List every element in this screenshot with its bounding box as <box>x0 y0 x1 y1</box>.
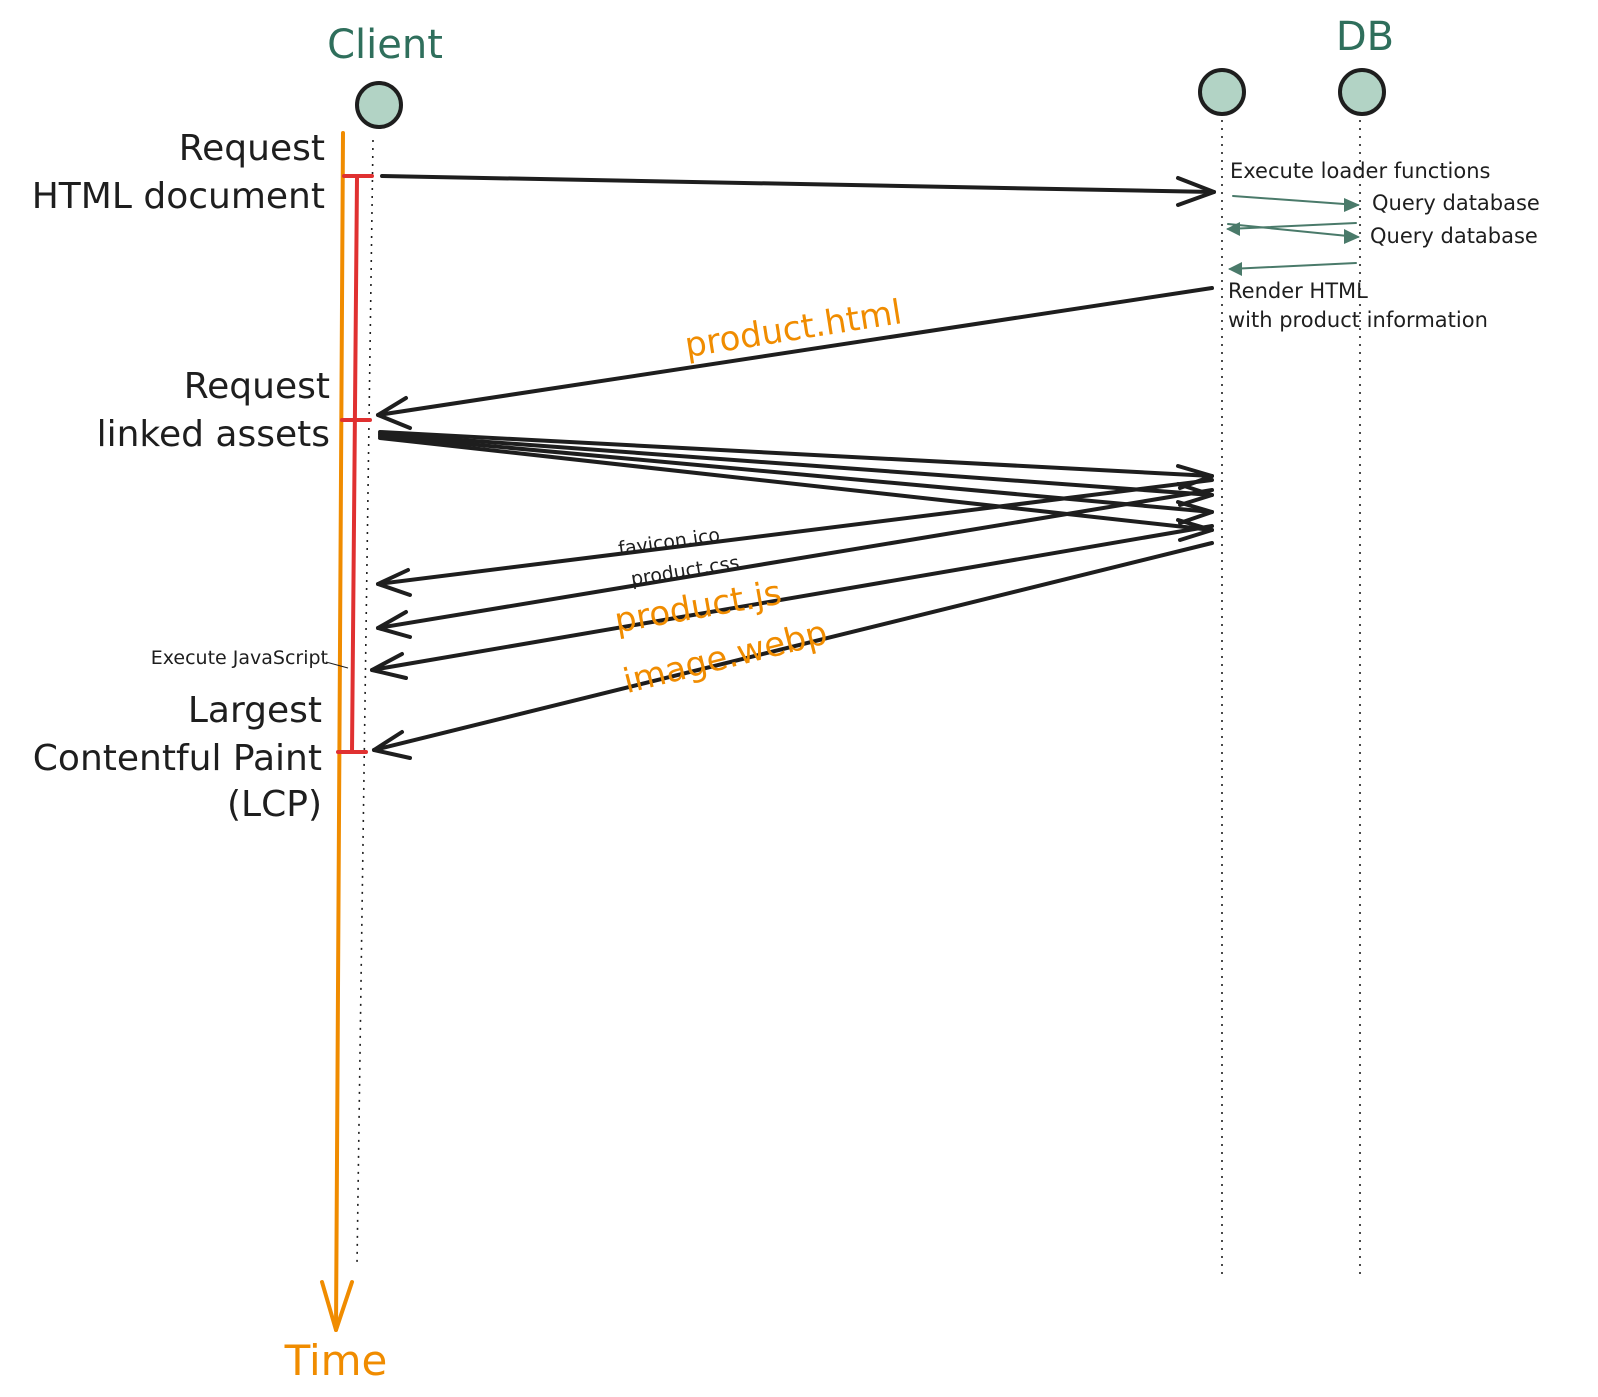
favicon-label: favicon.ico <box>617 524 721 560</box>
request-assets-label-2: linked assets <box>97 414 330 455</box>
db-actor-label: DB <box>1336 14 1394 60</box>
render-html-label-1: Render HTML <box>1228 279 1368 303</box>
request-html-arrow <box>380 174 1216 207</box>
lcp-duration-bracket <box>336 174 374 754</box>
client-lifeline <box>356 139 374 1266</box>
time-axis <box>320 131 354 1332</box>
image-response-arrow <box>372 541 1214 760</box>
request-html-label-1: Request <box>179 128 325 169</box>
client-node <box>355 81 403 129</box>
execute-js-label: Execute JavaScript <box>151 647 328 669</box>
js-response-arrow <box>370 524 1214 680</box>
css-response-arrow <box>376 488 1214 639</box>
execute-loader-label: Execute loader functions <box>1230 159 1491 183</box>
render-html-label-2: with product information <box>1228 308 1488 332</box>
db-node <box>1338 68 1386 116</box>
lcp-label-3: (LCP) <box>227 784 322 825</box>
time-axis-label: Time <box>284 1336 388 1385</box>
lcp-label-2: Contentful Paint <box>33 738 322 779</box>
query-db-label-2: Query database <box>1370 224 1538 248</box>
product-html-label: product.html <box>682 292 905 366</box>
server-db-arrows <box>1226 195 1360 276</box>
client-actor-label: Client <box>327 22 443 68</box>
product-html-response-arrow <box>376 286 1214 430</box>
asset-request-arrows <box>378 430 1214 542</box>
execute-js-pointer <box>325 661 349 669</box>
query-db-label-1: Query database <box>1372 191 1540 215</box>
lcp-label-1: Largest <box>188 690 322 731</box>
favicon-response-arrow <box>376 478 1214 597</box>
server-node <box>1198 68 1246 116</box>
request-html-label-2: HTML document <box>32 176 325 217</box>
request-assets-label-1: Request <box>184 366 330 407</box>
